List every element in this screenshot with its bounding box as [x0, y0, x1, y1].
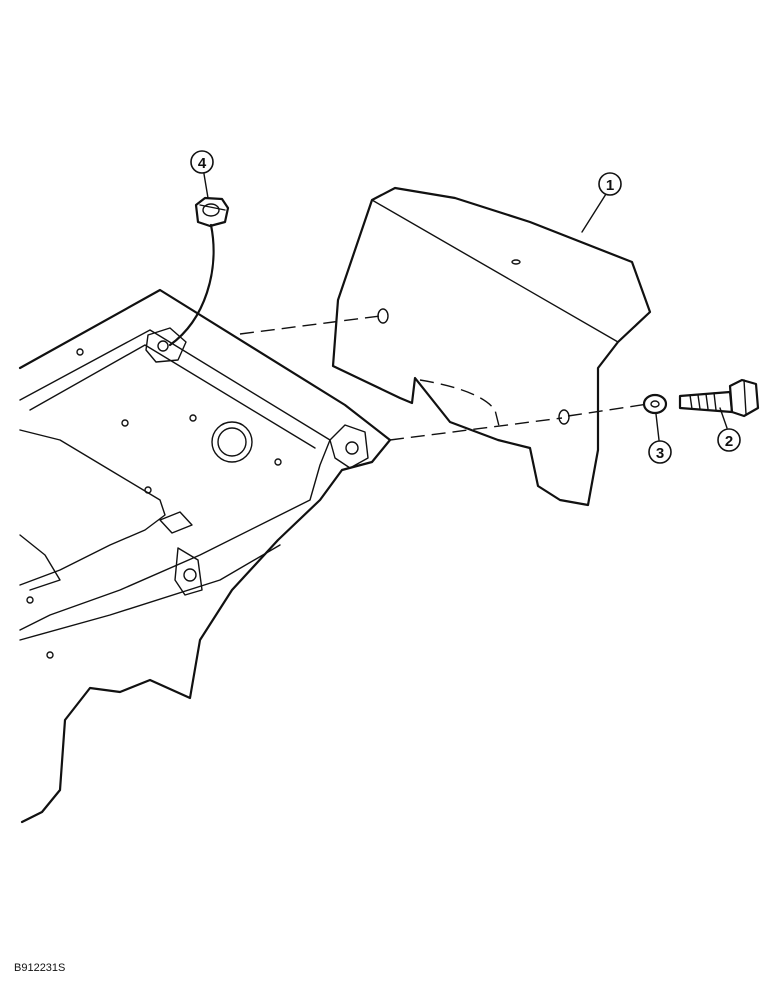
shield-part	[331, 186, 652, 507]
bolt-part	[678, 378, 760, 418]
callout-3-label: 3	[656, 445, 664, 462]
figure-code: B912231S	[14, 962, 66, 974]
callout-2: 2	[717, 428, 741, 452]
callout-3: 3	[648, 440, 672, 464]
callout-1-label: 1	[606, 177, 614, 194]
callout-4-label: 4	[198, 155, 207, 172]
callout-2-label: 2	[725, 433, 733, 450]
leader-3	[655, 413, 660, 441]
leader-2	[719, 407, 728, 429]
upper-alignment-line	[239, 315, 381, 335]
washer-alignment-line	[567, 403, 649, 417]
nut-part	[194, 196, 230, 228]
washer-part	[642, 393, 668, 415]
callout-4: 4	[190, 150, 214, 174]
leader-4	[203, 173, 209, 199]
lower-alignment-line	[389, 417, 563, 441]
callout-1: 1	[598, 172, 622, 196]
nut-leader	[168, 223, 215, 347]
leader-1	[581, 193, 607, 233]
frame-assembly	[18, 288, 392, 824]
